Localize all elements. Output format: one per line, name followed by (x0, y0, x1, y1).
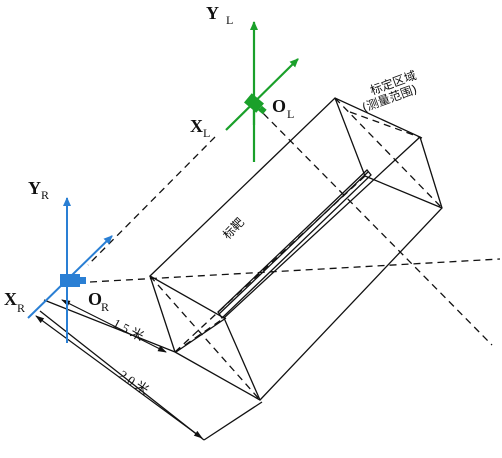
left-origin-label: O (272, 96, 286, 116)
sight-lines (87, 104, 501, 346)
right-x-axis-sub: R (17, 301, 25, 315)
left-x-axis-sub: L (203, 126, 210, 140)
target-plate (217, 169, 372, 320)
dim-arrow-far (35, 315, 203, 439)
left-y-axis-label: Y (206, 3, 219, 23)
right-origin-label: O (88, 289, 102, 309)
region-callout-line (349, 111, 423, 139)
right-origin-sub: R (101, 300, 109, 314)
right-camera-labels: Y R X R O R (4, 178, 109, 315)
left-x-axis-label: X (190, 116, 203, 136)
dimension-lines (35, 299, 263, 441)
left-y-axis-sub: L (226, 13, 233, 27)
dimension-labels: 1.5 米 2.0 米 (111, 315, 152, 397)
left-camera-icon (244, 93, 267, 115)
dim-far-label: 2.0 米 (116, 367, 151, 398)
left-camera-axes (225, 21, 299, 162)
calibration-region-box (148, 97, 443, 401)
dim-near-label: 1.5 米 (111, 315, 147, 344)
right-camera-axes (27, 197, 113, 343)
right-y-axis-sub: R (41, 188, 49, 202)
right-x-axis-label: X (4, 289, 17, 309)
left-origin-sub: L (287, 107, 294, 121)
right-camera-icon (60, 274, 86, 287)
target-label: 标靶 (220, 215, 247, 242)
right-y-axis-label: Y (28, 178, 41, 198)
left-camera-labels: Y L X L O L (190, 3, 294, 140)
